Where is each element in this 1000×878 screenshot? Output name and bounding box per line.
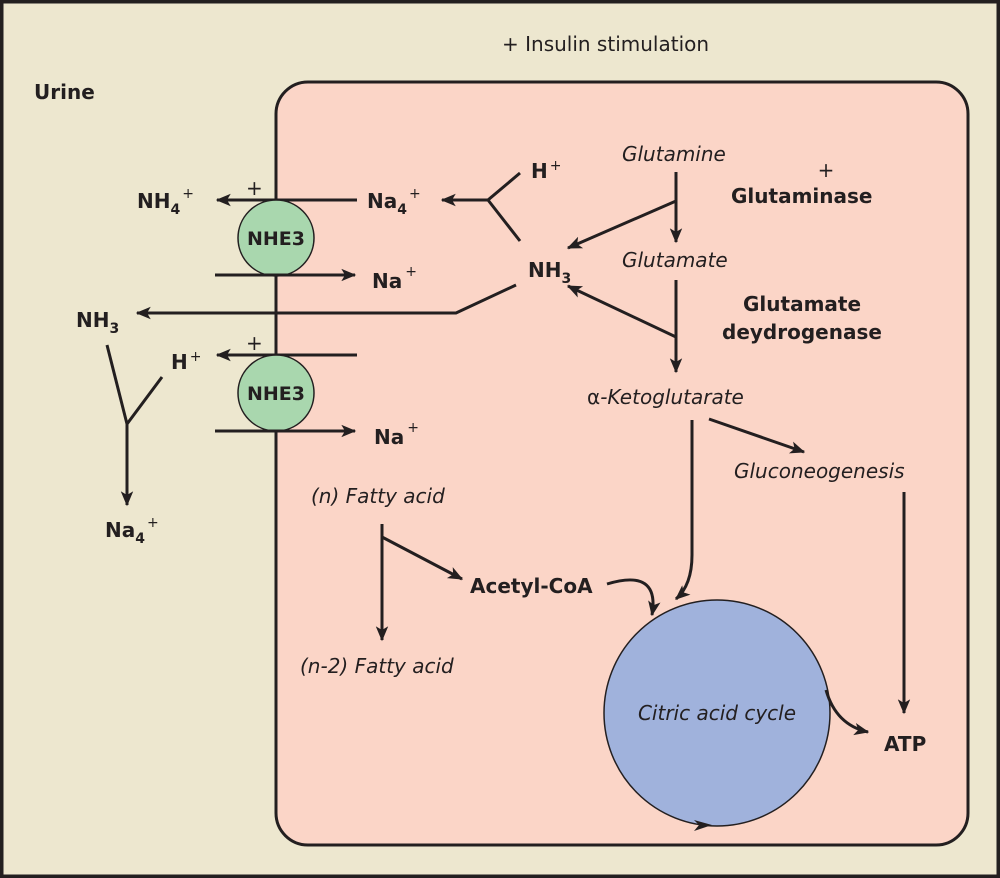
nh4-urine-label: NH4+ xyxy=(137,186,194,218)
na4-urine-label: Na4+ xyxy=(105,515,159,547)
glutamate-dehydrogenase-line1: Glutamate xyxy=(743,292,861,316)
glutaminase-label: Glutaminase xyxy=(731,184,872,208)
arrow-nh3-to-urine xyxy=(135,283,517,320)
glutamate-label: Glutamate xyxy=(622,248,728,272)
na-in-label-top: Na+ xyxy=(372,264,417,293)
nh3-urine-label: NH3 xyxy=(76,308,119,337)
n2-fatty-acid-label: (n-2) Fatty acid xyxy=(300,654,454,678)
insulin-stimulation-title: + Insulin stimulation xyxy=(502,32,709,56)
acetyl-coa-label: Acetyl-CoA xyxy=(470,574,593,598)
urine-label: Urine xyxy=(34,80,95,104)
plus-mark-top: + xyxy=(246,176,263,200)
citric-acid-cycle-label: Citric acid cycle xyxy=(638,701,796,725)
glutamine-label: Glutamine xyxy=(622,142,726,166)
glutaminase-plus: + xyxy=(818,158,835,182)
na-in-label-bottom: Na+ xyxy=(374,420,419,449)
arrow-ketoglutarate-to-cycle xyxy=(674,420,694,601)
h-urine-label: H+ xyxy=(171,349,201,374)
arrow-fatty-acid-to-acetyl-coa xyxy=(381,535,464,581)
arrow-glutamate-to-nh3 xyxy=(566,284,677,339)
plus-mark-bottom: + xyxy=(246,331,263,355)
arrow-cycle-to-atp xyxy=(824,689,870,736)
nhe3-label-bottom: NHE3 xyxy=(247,383,305,405)
glutamate-dehydrogenase-line2: deydrogenase xyxy=(722,320,882,344)
gluconeogenesis-label: Gluconeogenesis xyxy=(734,459,905,483)
nh3-cell-label: NH3 xyxy=(528,258,571,287)
nhe3-label-top: NHE3 xyxy=(247,228,305,250)
na4-cell-label: Na4+ xyxy=(367,186,421,218)
citric-acid-cycle xyxy=(603,599,831,827)
alpha-ketoglutarate-label: α-Ketoglutarate xyxy=(587,385,744,409)
atp-label: ATP xyxy=(884,732,926,756)
cycle-direction-arrowhead xyxy=(694,820,712,831)
arrow-ketoglutarate-to-gluconeogenesis xyxy=(708,417,806,454)
n-fatty-acid-label: (n) Fatty acid xyxy=(311,484,445,508)
h-cell-label: H+ xyxy=(531,158,561,183)
arrow-glutamine-to-nh3 xyxy=(566,199,677,250)
arrow-acetyl-coa-to-cycle xyxy=(606,578,661,617)
